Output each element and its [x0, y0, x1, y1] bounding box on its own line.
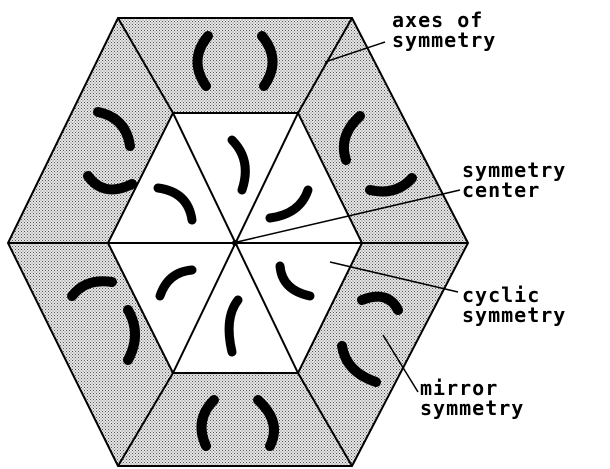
label-center-line2: center — [462, 180, 566, 200]
label-axes-of-symmetry: axes of symmetry — [392, 10, 496, 50]
symmetry-center-dot — [232, 240, 238, 246]
label-mirror-line1: mirror — [420, 378, 524, 398]
label-axes-line2: symmetry — [392, 30, 496, 50]
label-center-line1: symmetry — [462, 160, 566, 180]
label-cyclic-line2: symmetry — [462, 305, 566, 325]
label-cyclic-line1: cyclic — [462, 285, 566, 305]
label-axes-line1: axes of — [392, 10, 496, 30]
label-cyclic-symmetry: cyclic symmetry — [462, 285, 566, 325]
label-mirror-line2: symmetry — [420, 398, 524, 418]
label-symmetry-center: symmetry center — [462, 160, 566, 200]
label-mirror-symmetry: mirror symmetry — [420, 378, 524, 418]
